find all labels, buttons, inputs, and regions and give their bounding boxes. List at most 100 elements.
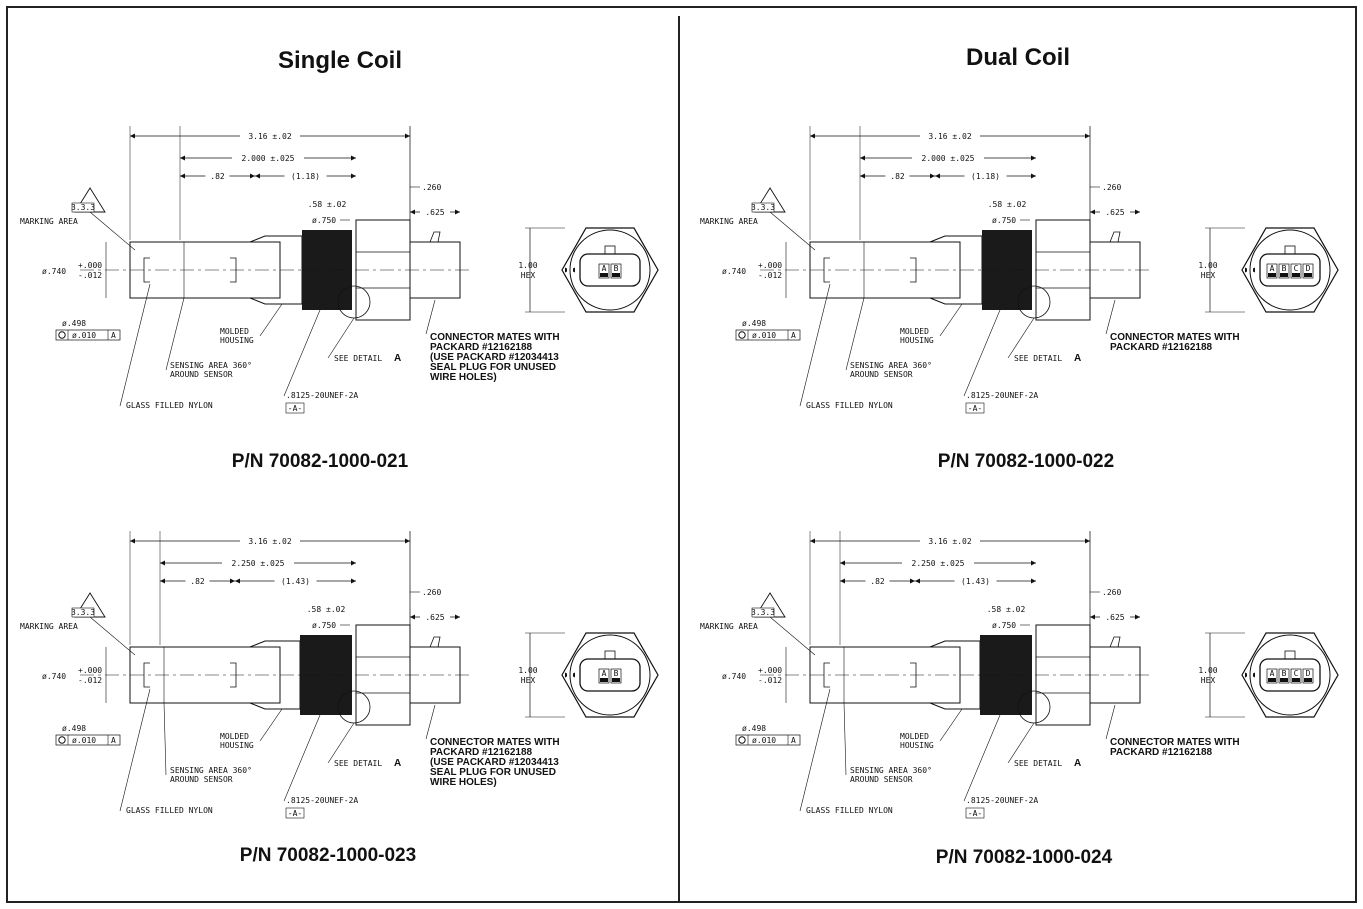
end-view-hex <box>1241 227 1339 313</box>
molded-label-1: MOLDED <box>220 732 249 741</box>
thread-label: .8125-20UNEF-2A <box>286 796 358 805</box>
dim-thread-len-label: .58 ±.02 <box>987 605 1026 614</box>
pin-label-d: D <box>1306 264 1311 273</box>
dim-conn-arrows <box>410 209 460 215</box>
hex-dim-unit: HEX <box>521 271 536 280</box>
dim-overall-label: 3.16 ±.02 <box>248 132 292 141</box>
dim-overall-label: 3.16 ±.02 <box>928 537 972 546</box>
connector-note-1: PACKARD #12162188 <box>430 342 533 353</box>
dim-dia: ø.740 <box>42 267 66 276</box>
dim-conn-arrows <box>1090 614 1140 620</box>
fcf-frame <box>55 329 121 341</box>
pin-label-a: A <box>602 264 607 273</box>
connector-note-1: PACKARD #12162188 <box>1110 342 1213 353</box>
end-view-hex <box>561 632 659 718</box>
connector-note-leader <box>1105 299 1116 335</box>
glass-label: GLASS FILLED NYLON <box>126 401 213 410</box>
fcf-symbol <box>738 736 746 744</box>
marking-leader <box>89 211 136 251</box>
part-number-022: P/N 70082-1000-022 <box>937 451 1115 472</box>
pin-terminal-a <box>1268 273 1276 277</box>
dim-conn-mask <box>420 612 450 622</box>
note-box <box>751 202 775 213</box>
connector-note-4: WIRE HOLES) <box>430 777 497 788</box>
connector-note-leader <box>425 704 436 740</box>
detail-letter: A <box>1074 353 1081 364</box>
thread-leader <box>283 309 321 397</box>
dim-hex-h: .260 <box>422 183 441 192</box>
dim-thread-len-mask <box>980 199 1034 209</box>
pin-label-b: B <box>1282 264 1287 273</box>
pin-label-b: B <box>1282 669 1287 678</box>
dim-dia: ø.740 <box>42 672 66 681</box>
pin-cavity-a <box>1266 263 1278 279</box>
glass-leader <box>119 283 151 407</box>
pin-cavity-a <box>598 668 610 684</box>
thread-label: .8125-20UNEF-2A <box>966 796 1038 805</box>
fcf-value: ø.010 <box>752 331 776 340</box>
detail-label: SEE DETAIL <box>334 759 382 768</box>
marking-area-label: MARKING AREA <box>700 622 758 631</box>
dim-overall-mask <box>920 131 980 141</box>
dim-overall-mask <box>920 536 980 546</box>
molded-label-2: HOUSING <box>220 336 254 345</box>
dim-thread-dia: ø.750 <box>312 216 336 225</box>
end-view-circle <box>569 229 651 311</box>
column-divider <box>678 16 680 902</box>
datum-box <box>285 807 305 819</box>
pin-terminal-b <box>1280 273 1288 277</box>
dim-seg1-mask <box>865 576 890 586</box>
dim-conn-arrows <box>410 614 460 620</box>
sensing-label-2: AROUND SENSOR <box>850 775 913 784</box>
pin-cavity-b <box>610 263 622 279</box>
dim-dia: ø.740 <box>722 267 746 276</box>
pin-cavity-b <box>610 668 622 684</box>
dim-tol-minus: -.012 <box>758 271 782 280</box>
dim-thread-len-mask <box>979 604 1033 614</box>
dim-body-label: 2.000 ±.025 <box>242 154 295 163</box>
pin-terminal-b <box>1280 678 1288 682</box>
end-view-hex <box>1241 632 1339 718</box>
end-view-key <box>1284 245 1296 255</box>
note-box-label: 3.3.3 <box>751 203 775 212</box>
marking-area-label: MARKING AREA <box>700 217 758 226</box>
sensing-label-1: SENSING AREA 360° <box>850 766 932 775</box>
dim-thread-len-mask <box>299 604 353 614</box>
molded-label-2: HOUSING <box>900 336 934 345</box>
dim-body-label: 2.250 ±.025 <box>232 559 285 568</box>
pin-label-a: A <box>1270 264 1275 273</box>
dim-tol-plus: +.000 <box>758 261 782 270</box>
pin-cavity-b <box>1278 668 1290 684</box>
pin-label-b: B <box>614 264 619 273</box>
end-view-hex <box>561 227 659 313</box>
dim-body-label: 2.000 ±.025 <box>922 154 975 163</box>
sensing-label-1: SENSING AREA 360° <box>170 361 252 370</box>
single-coil-title: Single Coil <box>277 47 402 74</box>
pin-terminal-b <box>612 273 620 277</box>
thread-leader <box>283 714 321 802</box>
molded-label-2: HOUSING <box>220 741 254 750</box>
connector-note-0: CONNECTOR MATES WITH <box>430 332 560 343</box>
pin-cavity-d <box>1302 263 1314 279</box>
dim-body-mask <box>232 153 304 163</box>
dim-hex-h: .260 <box>1102 183 1121 192</box>
sensing-leader <box>165 297 185 371</box>
end-view-circle <box>1249 229 1331 311</box>
dim-seg2-mask <box>284 171 327 181</box>
dim-tol-plus: +.000 <box>758 666 782 675</box>
marking-leader <box>769 211 816 251</box>
molded-leader <box>259 303 283 337</box>
dim-seg1-label: .82 <box>890 172 905 181</box>
hex-dim-unit: HEX <box>1201 676 1216 685</box>
dim-seg1-mask <box>185 576 210 586</box>
dim-conn-mask <box>420 207 450 217</box>
fcf-symbol <box>58 736 66 744</box>
fcf-value: ø.010 <box>752 736 776 745</box>
dim-seg2-label: (1.18) <box>291 172 320 181</box>
glass-leader <box>799 688 831 812</box>
end-view-socket <box>579 253 641 287</box>
dim-seg2-label: (1.43) <box>961 577 990 586</box>
connector-note-3: SEAL PLUG FOR UNUSED <box>430 362 556 373</box>
dim-seg1-label: .82 <box>190 577 205 586</box>
sensing-label-1: SENSING AREA 360° <box>170 766 252 775</box>
